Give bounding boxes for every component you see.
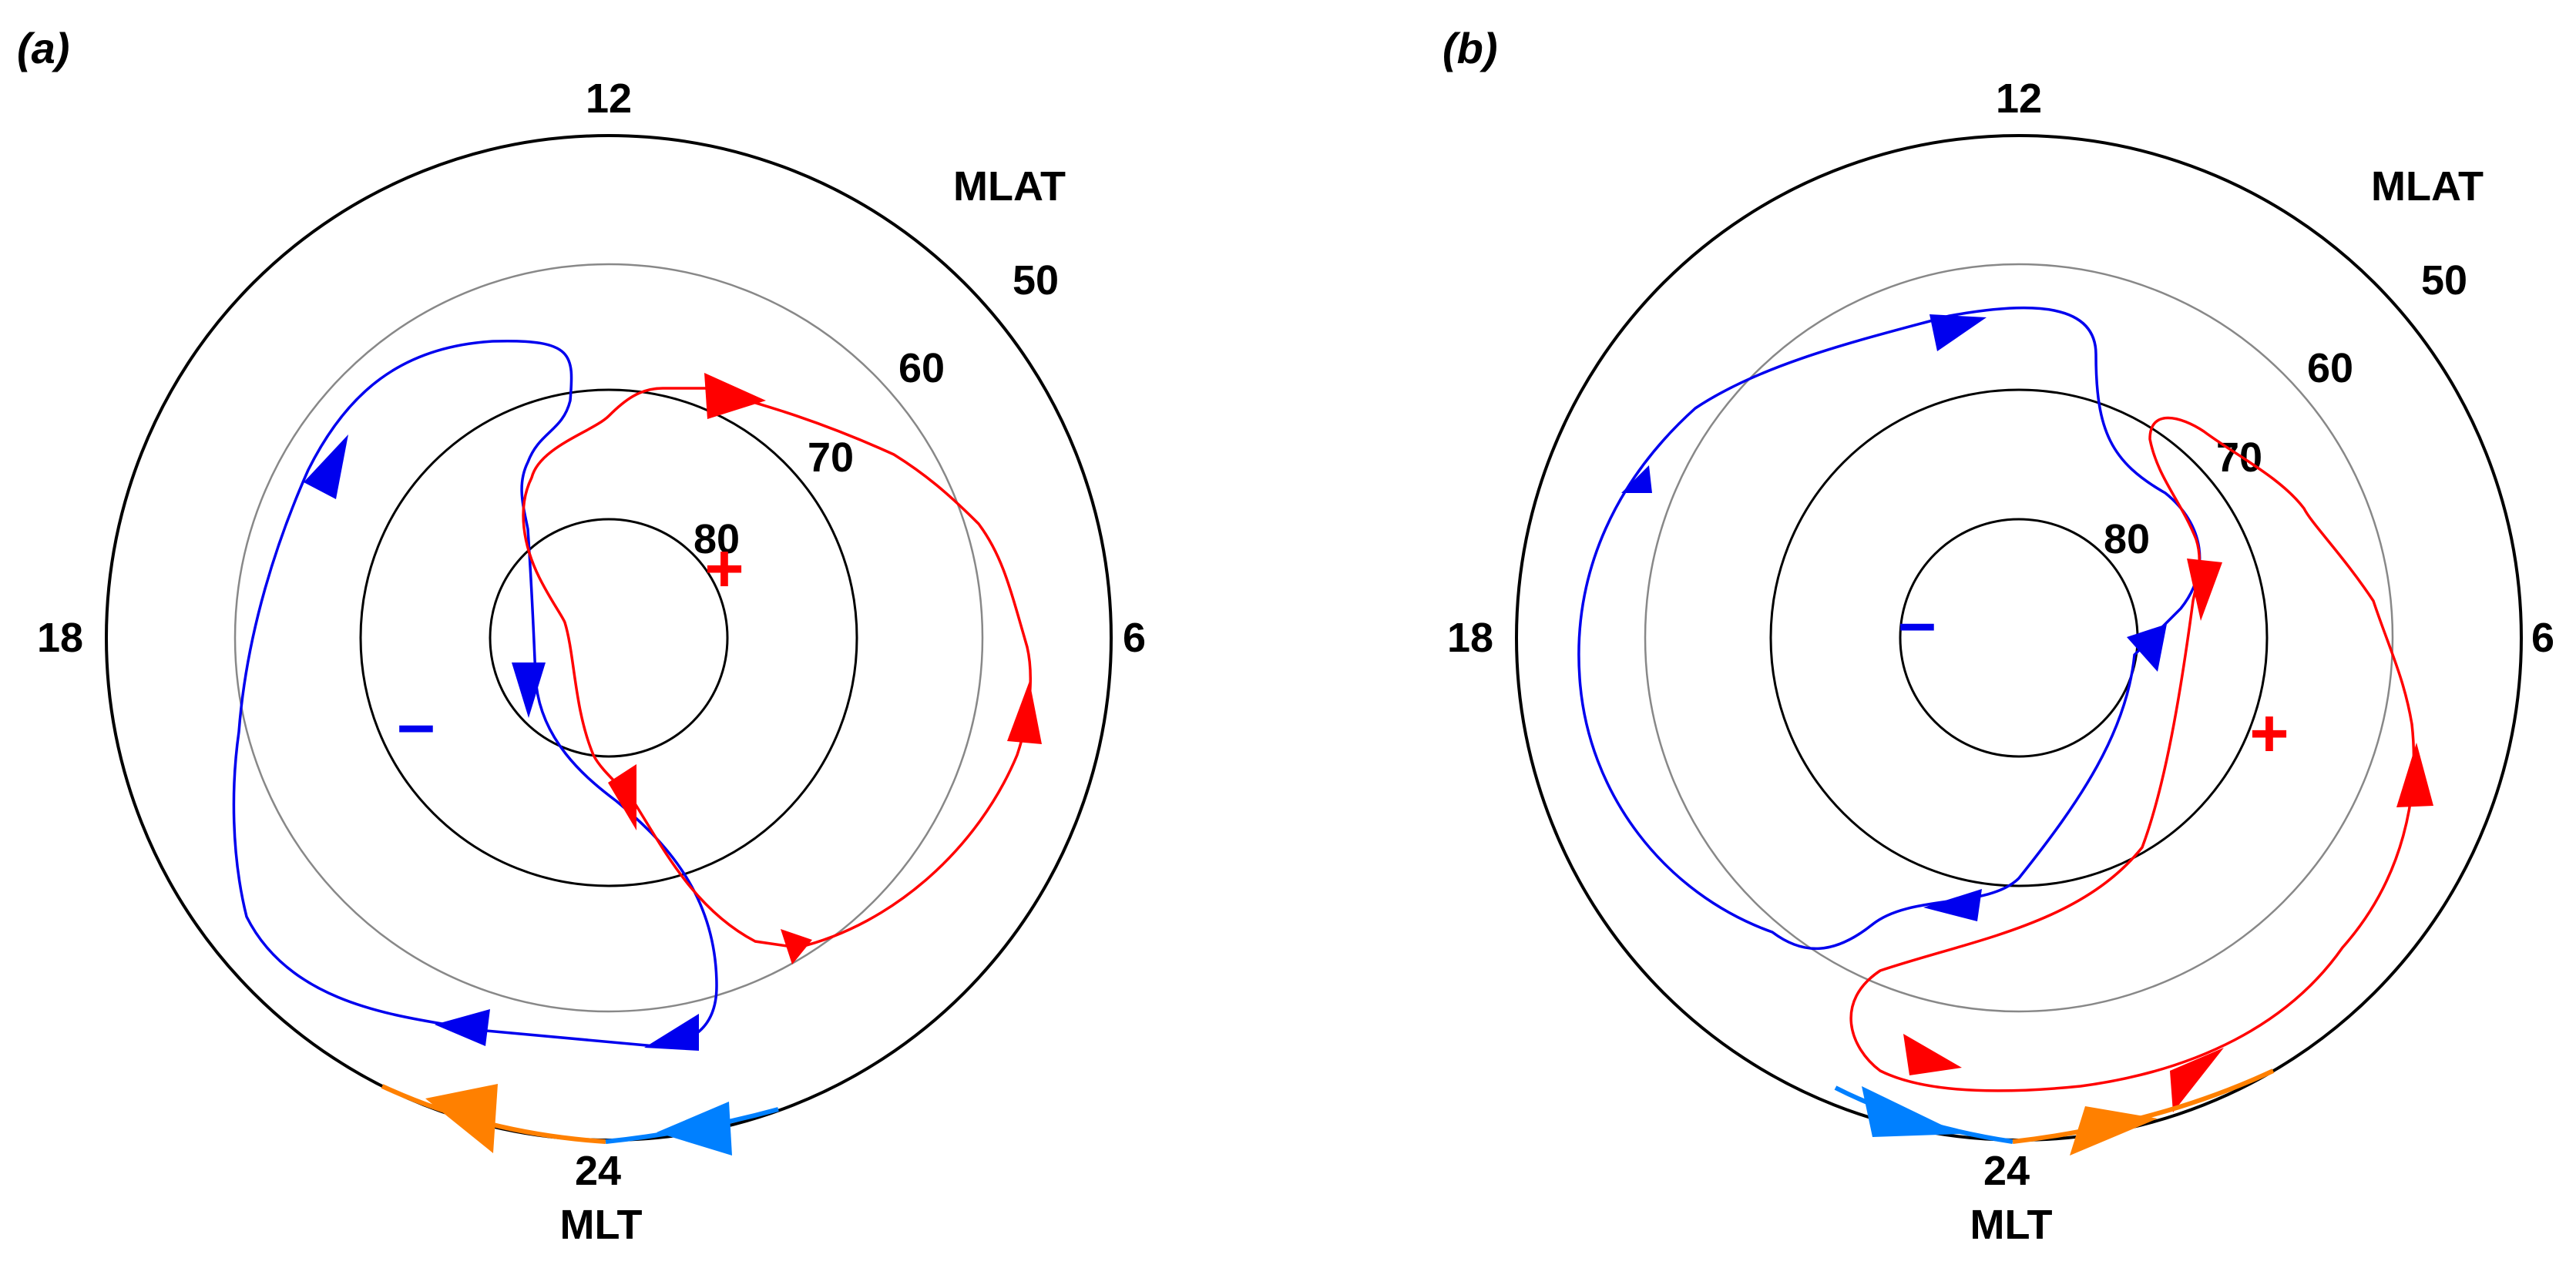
negative-cell-arrow [1621,465,1652,493]
mlat-circle-60 [1644,263,2394,1013]
negative-sign: – [1899,584,1936,660]
mlt-label-24: 24 [575,1148,621,1194]
positive-cell-arrow [608,764,636,830]
positive-cell-arrow [781,929,812,964]
mlat-circle-50 [1515,134,2523,1142]
negative-sign: – [398,686,435,762]
lightblue-current-arrow [1862,1086,1960,1137]
mlt-label-12: 12 [586,75,632,122]
mlt-label-6: 6 [2531,615,2554,661]
panel-label: (a) [17,24,69,72]
mlt-label-24: 24 [1983,1148,2030,1194]
positive-sign: + [704,530,744,606]
orange-current-arrow [425,1084,498,1153]
mlat-circle-50 [105,134,1113,1142]
negative-cell-arrow [1929,314,1987,351]
negative-cell-arrow [512,662,546,718]
negative-cell-arrow [644,1014,699,1051]
negative-cell-arrow [304,434,348,499]
mlat-label-70: 70 [808,434,854,481]
mlat-axis-label: MLAT [2371,163,2484,210]
positive-cell-contour [1849,416,2416,1092]
positive-cell-arrow [2170,1048,2224,1112]
mlat-circle-60 [233,263,984,1013]
negative-cell-arrow [1923,889,1982,921]
orange-current-arrow [2070,1106,2158,1156]
mlat-label-60: 60 [898,345,945,391]
mlt-label-6: 6 [1123,615,1146,661]
mlat-label-70: 70 [2216,434,2262,481]
mlat-label-80: 80 [2104,516,2150,562]
mlat-circle-70 [1769,388,2269,887]
positive-cell-arrow [1007,681,1042,744]
mlat-circle-80 [489,518,729,758]
orange-current-arc [2012,1068,2275,1144]
mlat-label-60: 60 [2307,345,2353,391]
mlat-label-50: 50 [1013,257,1059,304]
panel-label: (b) [1442,24,1498,72]
mlat-circle-70 [359,388,858,887]
positive-cell-arrow [2187,558,2222,621]
panel-b: (b) 12 18 6 24 MLT MLAT 50 60 70 80 + – [1442,24,2554,1248]
mlt-axis-label: MLT [1970,1202,2053,1248]
mlt-label-18: 18 [37,615,83,661]
negative-cell-contour [232,339,718,1048]
mlat-label-50: 50 [2421,257,2467,304]
negative-cell-contour [1577,306,2202,951]
mlt-label-18: 18 [1447,615,1493,661]
mlat-label-80: 80 [694,516,740,562]
positive-sign: + [2249,695,2289,771]
lightblue-current-arrow [657,1102,732,1156]
mlt-label-12: 12 [1996,75,2042,122]
mlat-axis-label: MLAT [953,163,1066,210]
negative-cell-arrow [435,1009,490,1046]
positive-cell-contour [522,387,1032,949]
negative-cell-arrow [2127,624,2167,672]
mlt-axis-label: MLT [560,1202,643,1248]
positive-cell-arrow [704,373,766,419]
panel-a: (a) 12 18 6 24 MLT MLAT 50 60 70 80 + – [17,24,1146,1248]
positive-cell-arrow [2396,743,2433,807]
positive-cell-arrow [1903,1034,1962,1075]
